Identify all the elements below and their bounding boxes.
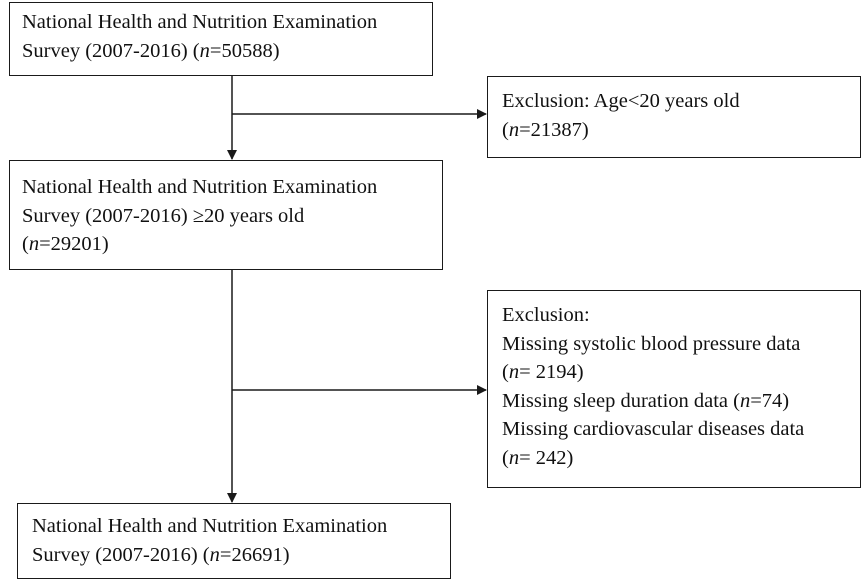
box-text: Survey (2007-2016) ≥20 years old bbox=[22, 204, 305, 227]
age-exclusion-box: Exclusion: Age<20 years old (n=21387) bbox=[487, 76, 861, 158]
box-text-line: (n=21387) bbox=[502, 116, 860, 145]
final-sample-box: National Health and Nutrition Examinatio… bbox=[17, 503, 451, 579]
box-text-line: Missing systolic blood pressure data bbox=[502, 330, 860, 359]
box-text: =50588) bbox=[209, 39, 280, 62]
box-text: Missing sleep duration data ( bbox=[502, 389, 740, 412]
initial-sample-box: National Health and Nutrition Examinatio… bbox=[9, 2, 433, 76]
box-text: National Health and Nutrition Examinatio… bbox=[22, 11, 378, 33]
adult-sample-box: National Health and Nutrition Examinatio… bbox=[9, 160, 443, 270]
box-text-line: (n= 242) bbox=[502, 444, 860, 473]
sample-size-symbol: n bbox=[508, 361, 520, 383]
box-text: =29201) bbox=[39, 233, 109, 255]
box-text: Exclusion: Age<20 years old bbox=[502, 90, 740, 112]
sample-size-symbol: n bbox=[739, 389, 751, 412]
box-text-line: (n=29201) bbox=[22, 230, 442, 259]
box-text: National Health and Nutrition Examinatio… bbox=[22, 176, 378, 198]
box-text: = 242) bbox=[519, 446, 574, 469]
sample-size-symbol: n bbox=[199, 39, 210, 62]
sample-size-symbol: n bbox=[508, 118, 520, 141]
box-text: ( bbox=[502, 446, 509, 469]
box-text: Exclusion: bbox=[502, 304, 590, 326]
box-text-line: (n= 2194) bbox=[502, 358, 860, 387]
box-text-line: Exclusion: bbox=[502, 301, 860, 330]
box-text: ( bbox=[502, 118, 509, 141]
box-text: ( bbox=[502, 361, 509, 383]
box-text-line: Survey (2007-2016) (n=26691) bbox=[32, 541, 450, 570]
box-text: =21387) bbox=[519, 118, 589, 141]
box-text-line: Exclusion: Age<20 years old bbox=[502, 87, 860, 116]
box-text: =26691) bbox=[219, 543, 290, 566]
sample-size-symbol: n bbox=[508, 446, 520, 469]
box-text: National Health and Nutrition Examinatio… bbox=[32, 515, 388, 537]
missing-data-exclusion-box: Exclusion: Missing systolic blood pressur… bbox=[487, 290, 861, 488]
box-text: Survey (2007-2016) ( bbox=[32, 543, 210, 566]
box-text: = 2194) bbox=[519, 361, 584, 383]
box-text: ( bbox=[22, 233, 29, 255]
box-text-line: Survey (2007-2016) ≥20 years old bbox=[22, 202, 442, 231]
box-text-line: Missing sleep duration data (n=74) bbox=[502, 387, 860, 416]
sample-size-symbol: n bbox=[209, 543, 220, 566]
box-text: Missing systolic blood pressure data bbox=[502, 332, 801, 355]
box-text: =74) bbox=[750, 389, 790, 412]
box-text-line: National Health and Nutrition Examinatio… bbox=[32, 512, 450, 541]
sample-size-symbol: n bbox=[28, 233, 40, 255]
box-text: Missing cardiovascular diseases data bbox=[502, 418, 805, 440]
box-text: Survey (2007-2016) ( bbox=[22, 39, 200, 62]
box-text-line: National Health and Nutrition Examinatio… bbox=[22, 8, 432, 37]
box-text-line: National Health and Nutrition Examinatio… bbox=[22, 173, 442, 202]
box-text-line: Missing cardiovascular diseases data bbox=[502, 415, 860, 444]
box-text-line: Survey (2007-2016) (n=50588) bbox=[22, 37, 432, 66]
